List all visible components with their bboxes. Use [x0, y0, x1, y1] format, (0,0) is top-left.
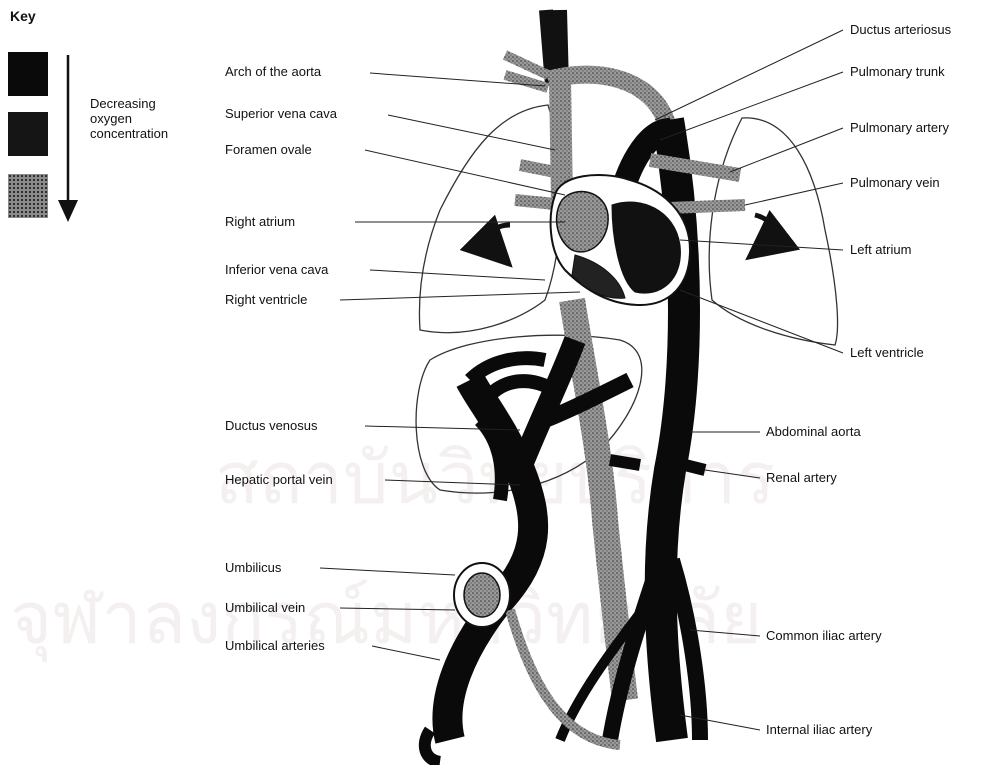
label-umbilical-arteries: Umbilical arteries	[225, 638, 325, 654]
label-renal-artery: Renal artery	[766, 470, 837, 486]
label-left-ventricle: Left ventricle	[850, 345, 924, 361]
label-pulmonary-vein: Pulmonary vein	[850, 175, 940, 191]
label-superior-vena-cava: Superior vena cava	[225, 106, 337, 122]
label-left-atrium: Left atrium	[850, 242, 911, 258]
label-internal-iliac-artery: Internal iliac artery	[766, 722, 872, 738]
umbilical-arteries	[510, 610, 620, 745]
label-ductus-venosus: Ductus venosus	[225, 418, 318, 434]
flow-arrow-left-lung	[755, 215, 773, 245]
label-foramen-ovale: Foramen ovale	[225, 142, 312, 158]
label-umbilicus: Umbilicus	[225, 560, 281, 576]
label-arch-of-aorta: Arch of the aorta	[225, 64, 321, 80]
label-pulmonary-trunk: Pulmonary trunk	[850, 64, 945, 80]
umbilicus-ring	[454, 563, 510, 627]
label-inferior-vena-cava: Inferior vena cava	[225, 262, 328, 278]
key-arrow	[58, 55, 78, 222]
label-common-iliac-artery: Common iliac artery	[766, 628, 882, 644]
label-pulmonary-artery: Pulmonary artery	[850, 120, 949, 136]
label-hepatic-portal-vein: Hepatic portal vein	[225, 472, 333, 488]
label-ductus-arteriosus: Ductus arteriosus	[850, 22, 951, 38]
label-right-ventricle: Right ventricle	[225, 292, 307, 308]
label-right-atrium: Right atrium	[225, 214, 295, 230]
superior-vena-cava	[560, 80, 562, 200]
leader-lines-left	[320, 73, 580, 660]
right-lung-outline	[419, 105, 561, 333]
label-umbilical-vein: Umbilical vein	[225, 600, 305, 616]
flow-arrow-right-lung	[490, 225, 510, 250]
label-abdominal-aorta: Abdominal aorta	[766, 424, 861, 440]
